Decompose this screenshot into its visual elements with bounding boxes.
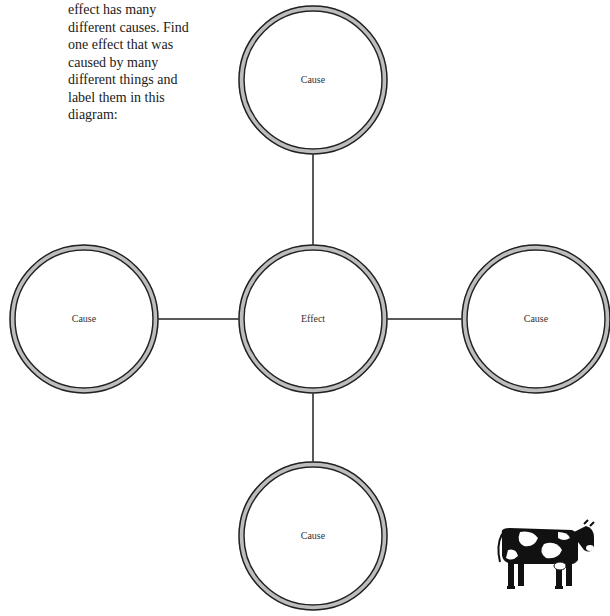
connector-line xyxy=(387,318,462,320)
ring-outer xyxy=(239,6,387,154)
cow-figure xyxy=(498,520,594,589)
effect-circle: Effect xyxy=(238,244,388,394)
connector-line xyxy=(312,154,314,245)
ring-outer xyxy=(10,245,158,393)
ring-outer xyxy=(462,245,610,393)
cause-circle: Cause xyxy=(461,244,610,394)
cause-circle: Cause xyxy=(9,244,159,394)
cause-label: Cause xyxy=(9,313,159,325)
cause-circle: Cause xyxy=(238,5,388,155)
ring-outer xyxy=(239,462,387,610)
cause-label: Cause xyxy=(461,313,610,325)
connector-line xyxy=(158,318,239,320)
effect-label: Effect xyxy=(238,313,388,325)
ring-outer xyxy=(239,245,387,393)
connector-line xyxy=(312,393,314,462)
cause-circle: Cause xyxy=(238,461,388,611)
cause-label: Cause xyxy=(238,74,388,86)
instruction-note: effect has many different causes. Find o… xyxy=(68,1,192,124)
cause-label: Cause xyxy=(238,530,388,542)
